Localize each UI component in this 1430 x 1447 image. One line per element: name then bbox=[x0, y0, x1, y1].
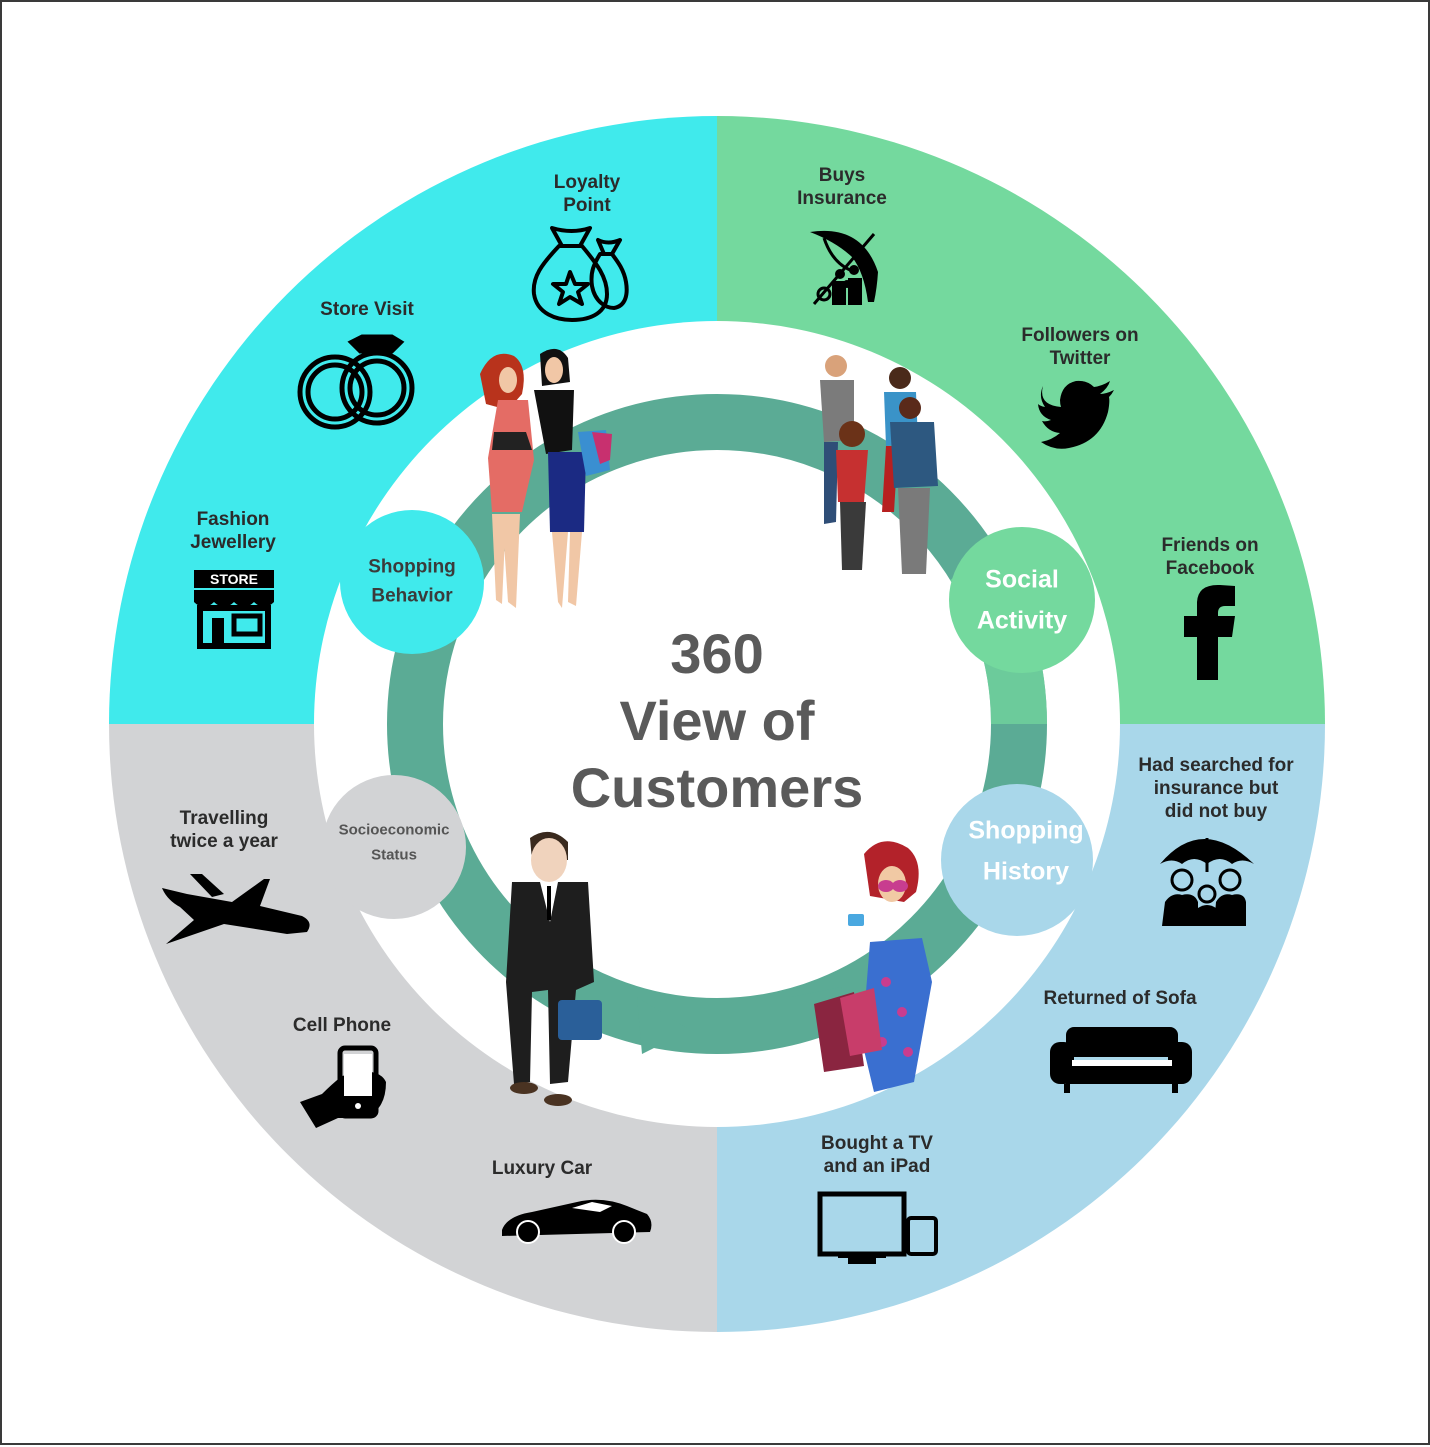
facebook-icon bbox=[1184, 584, 1235, 680]
money-bags-icon bbox=[531, 226, 629, 322]
category-circle-shopping-behavior bbox=[340, 510, 484, 654]
store-sign: STORE bbox=[210, 571, 258, 587]
label-followers-twitter: Followers on Twitter bbox=[1021, 325, 1139, 369]
businessman-illustration bbox=[506, 831, 602, 1106]
title-line-1: 360 bbox=[670, 622, 764, 685]
umbrella-family-icon-2 bbox=[1160, 838, 1254, 926]
category-label-shopping-history: Shopping History bbox=[968, 816, 1084, 886]
title-line-3: Customers bbox=[570, 756, 864, 819]
umbrella-family-icon bbox=[810, 230, 878, 305]
category-label-socioeconomic-status: Socioeconomic Status bbox=[338, 821, 450, 863]
diagram-title: 360 View of Customers bbox=[571, 620, 864, 821]
category-label-shopping-behavior: Shopping Behavior bbox=[368, 556, 456, 607]
hand-phone-icon bbox=[300, 1045, 386, 1128]
category-label-social-activity: Social Activity bbox=[976, 565, 1068, 635]
sofa-icon bbox=[1050, 1027, 1192, 1093]
category-circle-socioeconomic-status bbox=[322, 775, 466, 919]
label-luxury-car: Luxury Car bbox=[491, 1158, 593, 1179]
rings-icon bbox=[297, 334, 415, 430]
label-friends-facebook: Friends on Facebook bbox=[1161, 535, 1259, 579]
category-circle-shopping-history bbox=[941, 784, 1093, 936]
ring-arrow-tip bbox=[637, 997, 690, 1054]
label-cell-phone: Cell Phone bbox=[292, 1015, 392, 1036]
airplane-icon bbox=[162, 874, 310, 944]
twitter-bird-icon bbox=[1038, 380, 1114, 449]
sports-car-icon bbox=[502, 1199, 652, 1244]
label-loyalty-point: Loyalty Point bbox=[553, 172, 621, 216]
title-line-2: View of bbox=[619, 689, 815, 752]
category-circle-social-activity bbox=[949, 527, 1095, 673]
group-of-people-illustration bbox=[820, 355, 938, 574]
label-store-visit: Store Visit bbox=[320, 299, 414, 320]
store-icon: STORE bbox=[194, 570, 274, 649]
tv-tablet-icon bbox=[817, 1191, 938, 1264]
label-bought-tv-ipad: Bought a TV and an iPad bbox=[821, 1133, 933, 1177]
two-women-shopping-illustration bbox=[480, 348, 612, 608]
label-searched-insurance: Had searched for insurance but did not b… bbox=[1138, 755, 1294, 822]
woman-with-bags-illustration bbox=[814, 841, 932, 1092]
label-buys-insurance: Buys Insurance bbox=[797, 165, 887, 209]
label-returned-sofa: Returned of Sofa bbox=[1043, 988, 1197, 1009]
label-travelling: Travelling twice a year bbox=[170, 808, 278, 852]
label-fashion-jewellery: Fashion Jewellery bbox=[190, 509, 276, 553]
